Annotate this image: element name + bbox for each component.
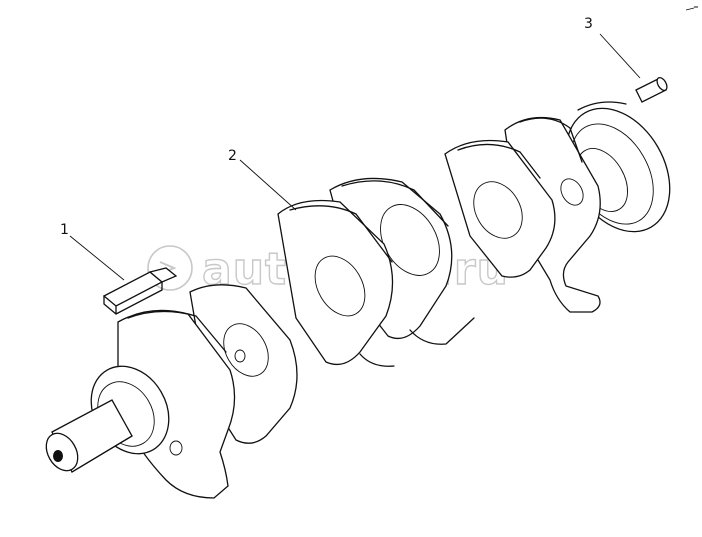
counterweight-center xyxy=(277,177,475,367)
counterweight-rear xyxy=(444,116,601,313)
corner-mark xyxy=(685,6,698,11)
callout-2-label: 2 xyxy=(228,148,237,164)
front-nose xyxy=(45,365,170,473)
callout-2-leader xyxy=(239,159,297,211)
callout-1-label: 1 xyxy=(60,222,69,238)
callout-3-leader xyxy=(599,33,641,79)
callout-1-leader xyxy=(69,235,125,281)
callout-3-label: 3 xyxy=(584,16,593,32)
dowel-pin-part xyxy=(635,76,668,103)
key-part xyxy=(102,267,178,315)
